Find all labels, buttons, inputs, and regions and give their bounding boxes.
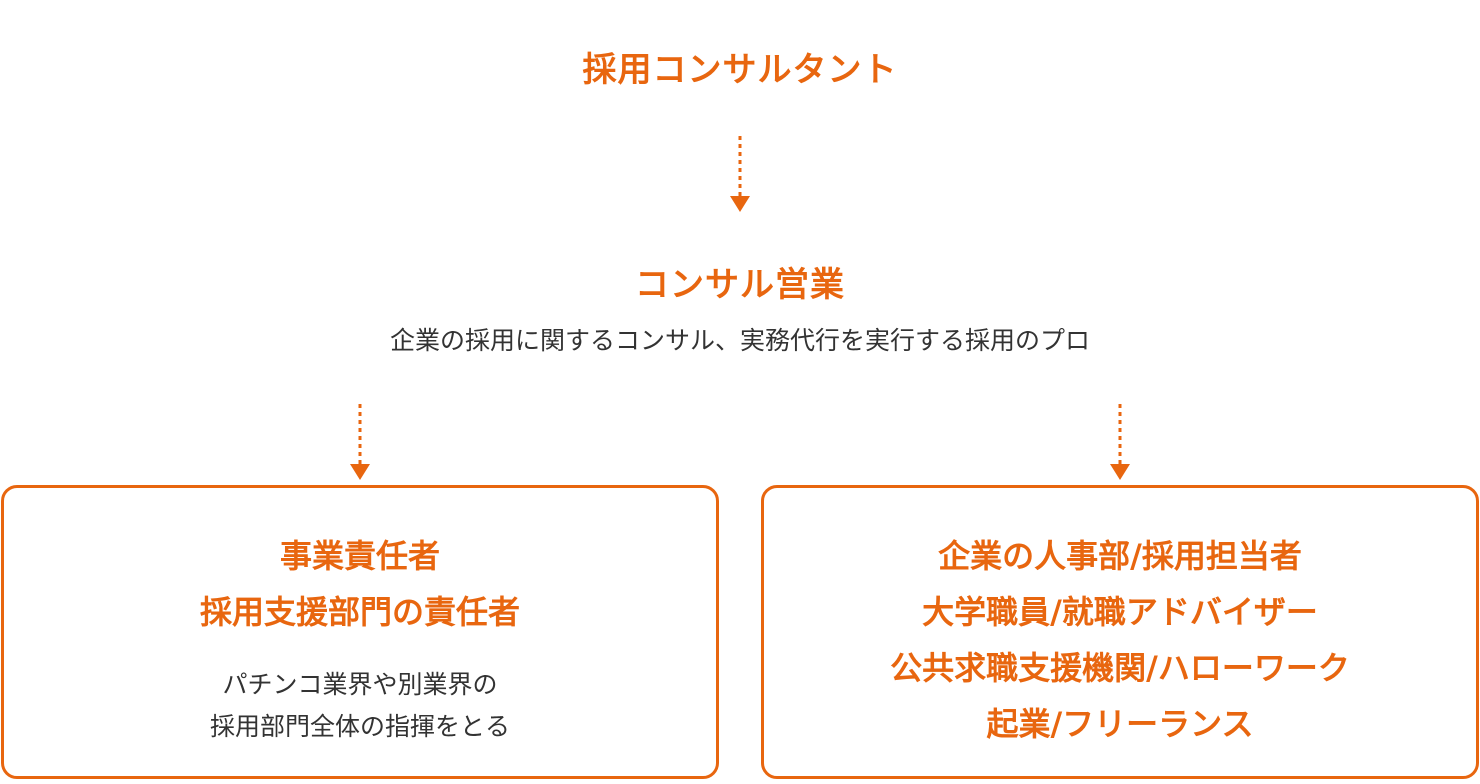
left-box-title-line: 事業責任者: [279, 537, 440, 575]
left-box-description-line: パチンコ業界や別業界の: [222, 670, 498, 699]
left-box-description-line: 採用部門全体の指揮をとる: [209, 712, 510, 741]
down-arrow-right: [1110, 404, 1130, 480]
right-box-title-line: 公共求職支援機関/ハローワーク: [890, 649, 1350, 687]
left-box-title-line: 採用支援部門の責任者: [199, 593, 520, 631]
right-box-title-line: 企業の人事部/採用担当者: [938, 537, 1302, 575]
right-box-title-line: 大学職員/就職アドバイザー: [922, 593, 1318, 631]
down-arrow-left: [350, 404, 370, 480]
top-title: 採用コンサルタント: [582, 50, 898, 90]
middle-description: 企業の採用に関するコンサル、実務代行を実行する採用のプロ: [389, 326, 1090, 355]
middle-title: コンサル営業: [635, 265, 845, 305]
left-box-titles: 事業責任者 採用支援部門の責任者: [4, 528, 716, 640]
left-career-box: 事業責任者 採用支援部門の責任者 パチンコ業界や別業界の 採用部門全体の指揮をと…: [1, 485, 719, 779]
left-box-descriptions: パチンコ業界や別業界の 採用部門全体の指揮をとる: [4, 664, 716, 748]
right-box-titles: 企業の人事部/採用担当者 大学職員/就職アドバイザー 公共求職支援機関/ハローワ…: [764, 528, 1476, 752]
right-box-title-line: 起業/フリーランス: [986, 705, 1254, 743]
down-arrow-1: [730, 136, 750, 212]
right-career-box: 企業の人事部/採用担当者 大学職員/就職アドバイザー 公共求職支援機関/ハローワ…: [761, 485, 1479, 779]
